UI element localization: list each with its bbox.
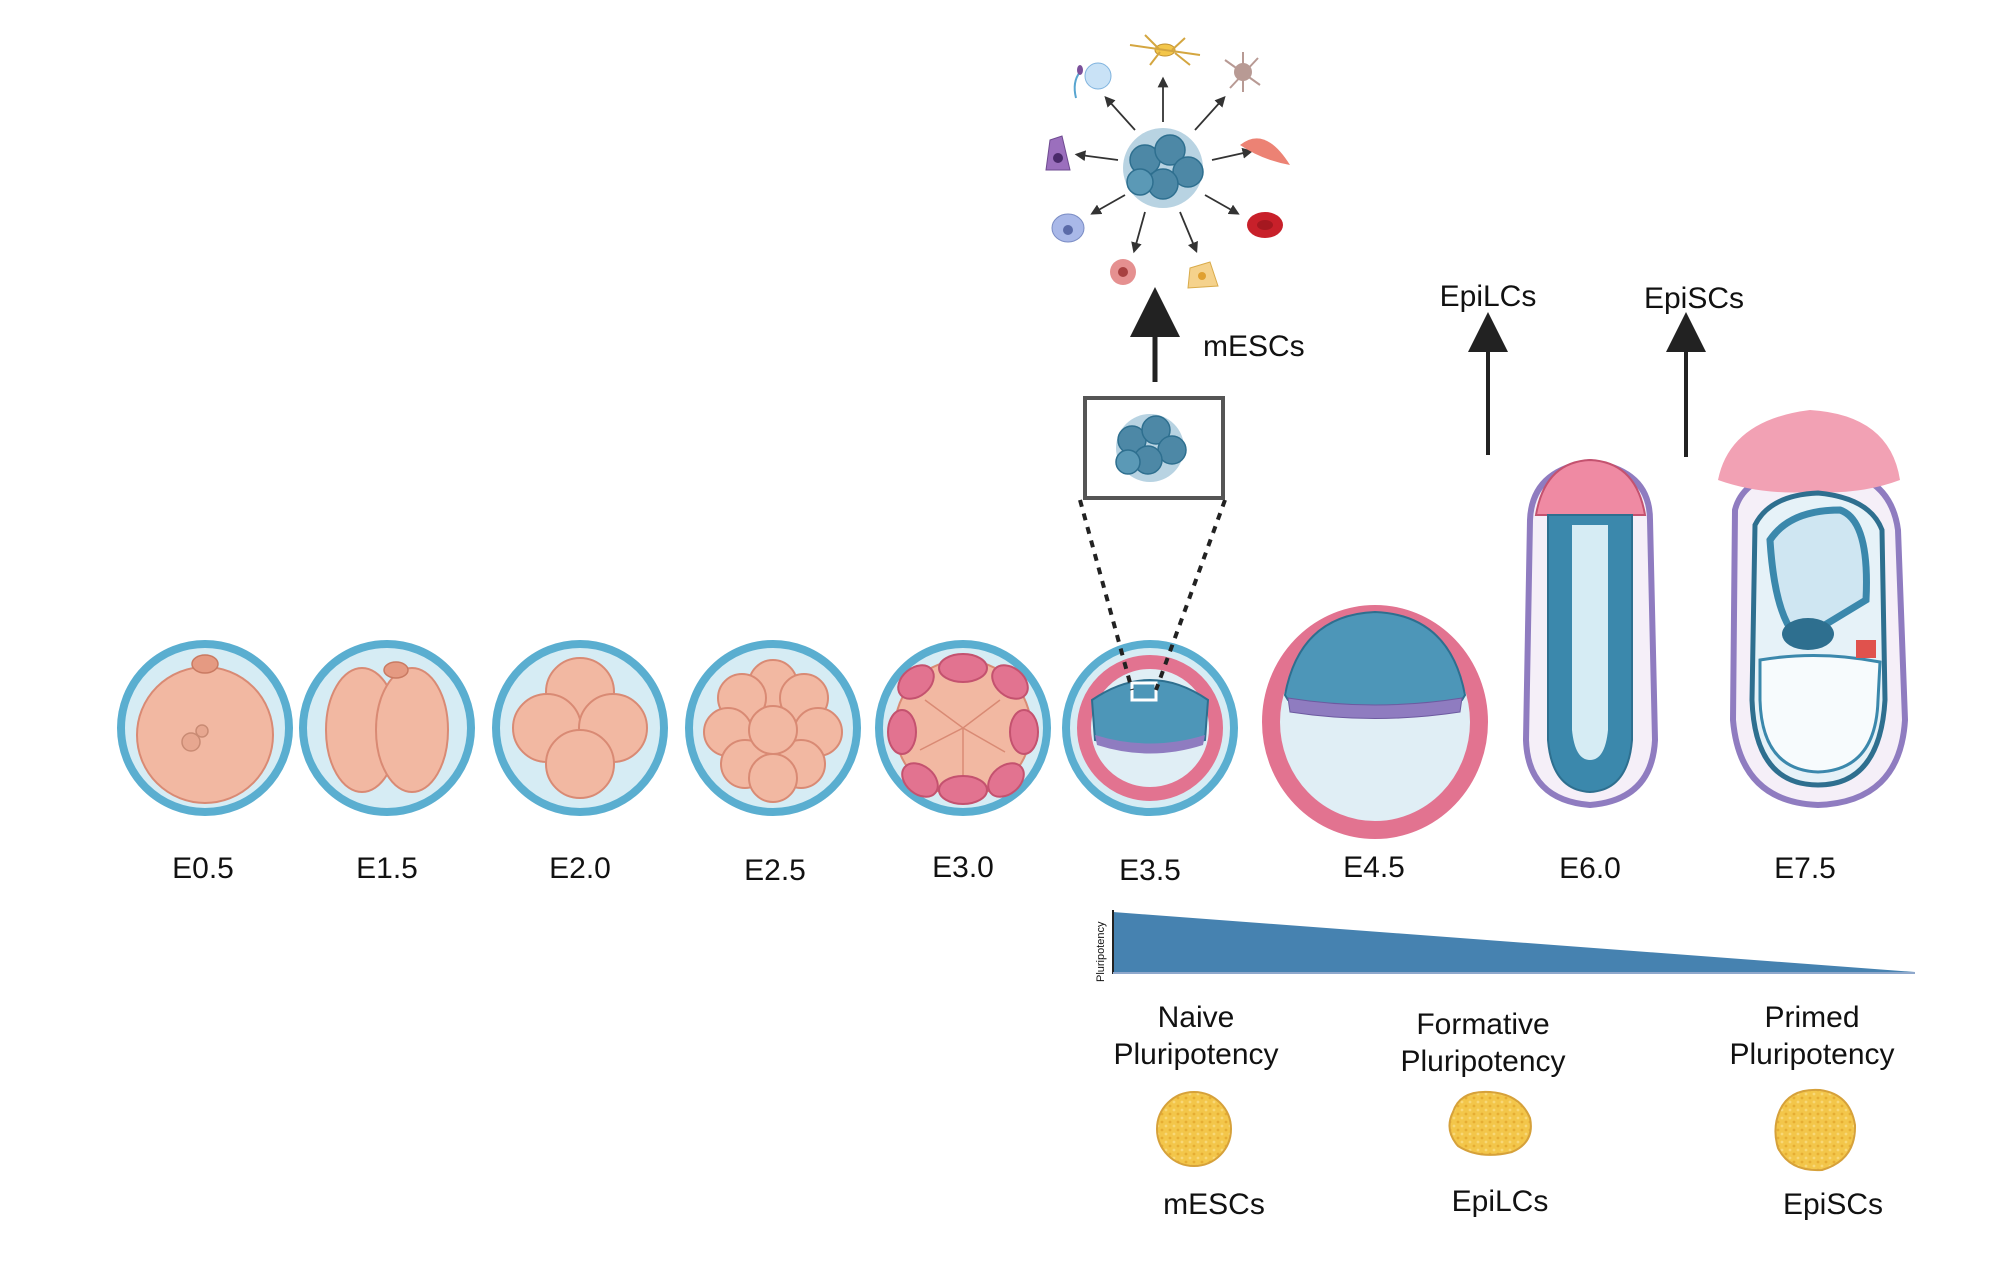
central-esc-cluster-icon (1123, 128, 1204, 208)
muscle-cell-icon (1240, 138, 1290, 165)
stage-label: E6.0 (1559, 852, 1621, 885)
embryo-e2-0 (492, 640, 668, 816)
label-mescs-derivation: mESCs (1203, 330, 1305, 363)
formative-cell-colony-icon (1448, 1090, 1532, 1156)
microglia-icon (1224, 52, 1261, 92)
stage-label: E2.0 (549, 852, 611, 885)
red-blood-cell-icon (1247, 212, 1283, 238)
state-title-line2: Pluripotency (1113, 1038, 1278, 1071)
intestinal-cell-icon (1051, 213, 1085, 243)
primed-cell-colony-icon (1774, 1088, 1857, 1172)
stage-label: E7.5 (1774, 852, 1836, 885)
embryo-e1-5 (299, 640, 475, 816)
sperm-oocyte-icon (1073, 62, 1112, 99)
stage-label: E3.0 (932, 851, 994, 884)
label-epilcs-derivation: EpiLCs (1440, 280, 1537, 313)
embryo-e0-5 (117, 640, 293, 816)
label-episcs-derivation: EpiSCs (1644, 282, 1744, 315)
state-title-line1: Primed (1764, 1001, 1859, 1034)
embryo-e7-5 (1718, 410, 1909, 809)
embryo-e4-5 (1262, 605, 1488, 839)
pluripotency-gradient: Pluripotency (1095, 910, 1915, 982)
embryo-e3-0 (875, 640, 1051, 816)
state-title-line1: Formative (1416, 1008, 1549, 1041)
state-cell-label: EpiSCs (1783, 1188, 1883, 1221)
embryo-e2-5 (685, 640, 861, 816)
state-cell-label: EpiLCs (1452, 1185, 1549, 1218)
state-cell-label: mESCs (1163, 1188, 1265, 1221)
stage-label: E4.5 (1343, 851, 1405, 884)
embryo-e3-5 (1062, 640, 1238, 816)
epithelial-cell-icon (1110, 259, 1136, 285)
state-primed: Primed Pluripotency EpiSCs (1729, 1001, 1894, 1221)
naive-cell-colony-icon (1156, 1091, 1232, 1167)
embryo-e6-0 (1522, 458, 1659, 809)
state-title-line1: Naive (1158, 1001, 1235, 1034)
neuron-icon (1129, 34, 1201, 66)
stage-label: E1.5 (356, 852, 418, 885)
stage-label: E0.5 (172, 852, 234, 885)
stage-labels: E0.5 E1.5 E2.0 E2.5 E3.0 E3.5 E4.5 E6.0 … (172, 851, 1836, 887)
stage-label: E2.5 (744, 854, 806, 887)
adipocyte-icon (1187, 261, 1219, 289)
icm-zoom-callout (1078, 396, 1227, 691)
gradient-axis-label: Pluripotency (1095, 921, 1107, 982)
icm-cluster-icon (1115, 414, 1187, 482)
state-title-line2: Pluripotency (1400, 1045, 1565, 1078)
state-formative: Formative Pluripotency EpiLCs (1400, 1008, 1565, 1218)
state-naive: Naive Pluripotency mESCs (1113, 1001, 1278, 1221)
differentiation-wheel (1045, 34, 1290, 289)
hepatocyte-icon (1045, 135, 1071, 171)
state-title-line2: Pluripotency (1729, 1038, 1894, 1071)
stage-label: E3.5 (1119, 854, 1181, 887)
